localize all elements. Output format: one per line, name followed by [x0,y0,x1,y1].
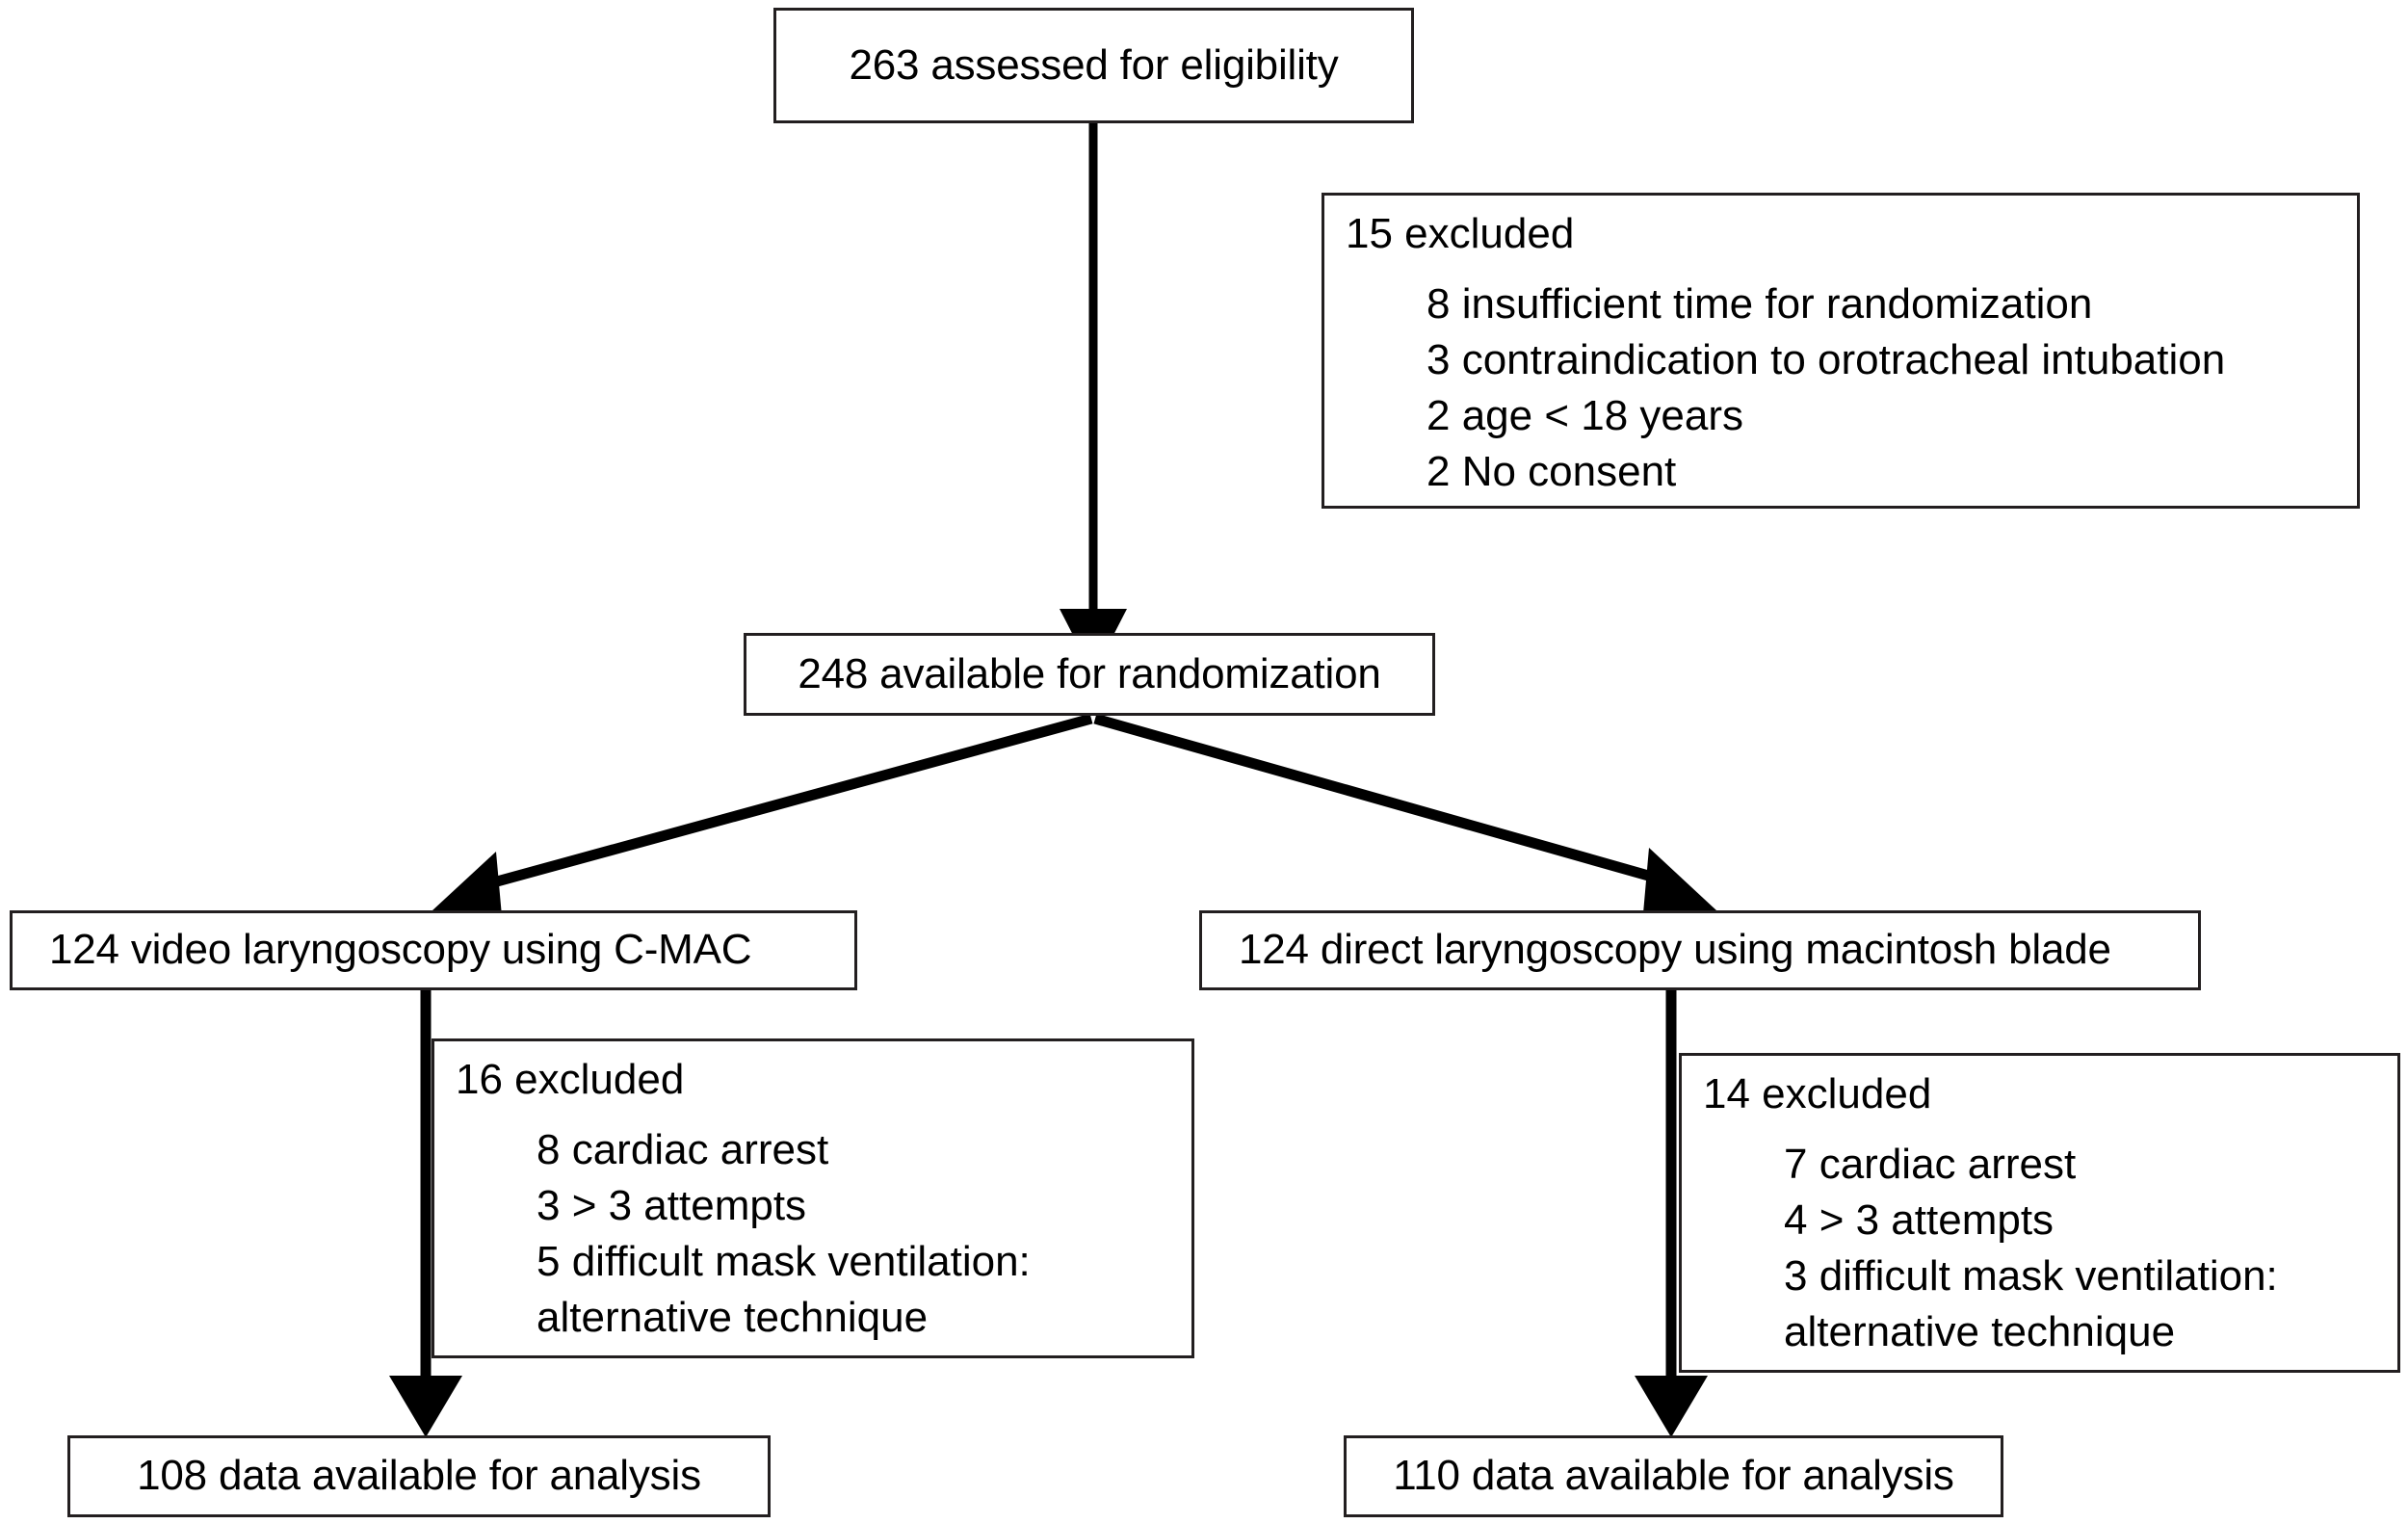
exclusion-direct-arm-title: 14 excluded [1703,1070,1932,1117]
exclusion-reason: 3 contraindication to orotracheal intuba… [1426,336,2226,384]
connector-eligibility-to-randomization [1060,123,1127,674]
node-direct-laryngoscopy-arm: 124 direct laryngoscopy using macintosh … [1199,910,2201,990]
node-analysis-video-arm-label: 108 data available for analysis [137,1452,701,1500]
connector-randomization-to-video-arm [432,713,1093,916]
node-analysis-direct-arm: 110 data available for analysis [1344,1435,2003,1517]
node-available-for-randomization-label: 248 available for randomization [798,649,1381,697]
exclusion-reason-continuation: alternative technique [537,1294,929,1342]
exclusion-direct-arm-reasons: 7 cardiac arrest 4 > 3 attempts 3 diffic… [1703,1137,2397,1360]
exclusion-reason: 3 difficult mask ventilation: [1784,1252,2278,1301]
exclusion-screening-title: 15 excluded [1346,210,1575,257]
exclusion-box-video-arm: 16 excluded 8 cardiac arrest 3 > 3 attem… [432,1038,1194,1358]
exclusion-reason: 2 age < 18 years [1426,392,1744,440]
exclusion-video-arm-reasons: 8 cardiac arrest 3 > 3 attempts 5 diffic… [456,1122,1191,1346]
exclusion-screening-reasons: 8 insufficient time for randomization 3 … [1346,276,2357,500]
node-direct-laryngoscopy-arm-label: 124 direct laryngoscopy using macintosh … [1239,926,2111,974]
exclusion-reason: 2 No consent [1426,448,1677,496]
node-video-laryngoscopy-arm-label: 124 video laryngoscopy using C-MAC [49,926,752,974]
exclusion-reason-continuation: alternative technique [1784,1308,2176,1356]
exclusion-reason: 5 difficult mask ventilation: [537,1238,1031,1286]
node-available-for-randomization: 248 available for randomization [744,633,1435,716]
node-video-laryngoscopy-arm: 124 video laryngoscopy using C-MAC [10,910,857,990]
exclusion-reason: 8 cardiac arrest [537,1126,829,1173]
exclusion-reason: 7 cardiac arrest [1784,1141,2077,1188]
exclusion-video-arm-title: 16 excluded [456,1056,685,1103]
node-assessed-for-eligibility-label: 263 assessed for eligibility [849,40,1339,89]
exclusion-reason: 4 > 3 attempts [1784,1196,2055,1245]
node-analysis-direct-arm-label: 110 data available for analysis [1393,1452,1954,1500]
node-assessed-for-eligibility: 263 assessed for eligibility [773,8,1414,123]
exclusion-box-screening: 15 excluded 8 insufficient time for rand… [1322,193,2360,509]
exclusion-reason: 3 > 3 attempts [537,1182,807,1230]
exclusion-reason: 8 insufficient time for randomization [1426,280,2093,328]
connector-randomization-to-direct-arm [1093,713,1716,913]
node-analysis-video-arm: 108 data available for analysis [67,1435,771,1517]
exclusion-box-direct-arm: 14 excluded 7 cardiac arrest 4 > 3 attem… [1679,1053,2400,1373]
